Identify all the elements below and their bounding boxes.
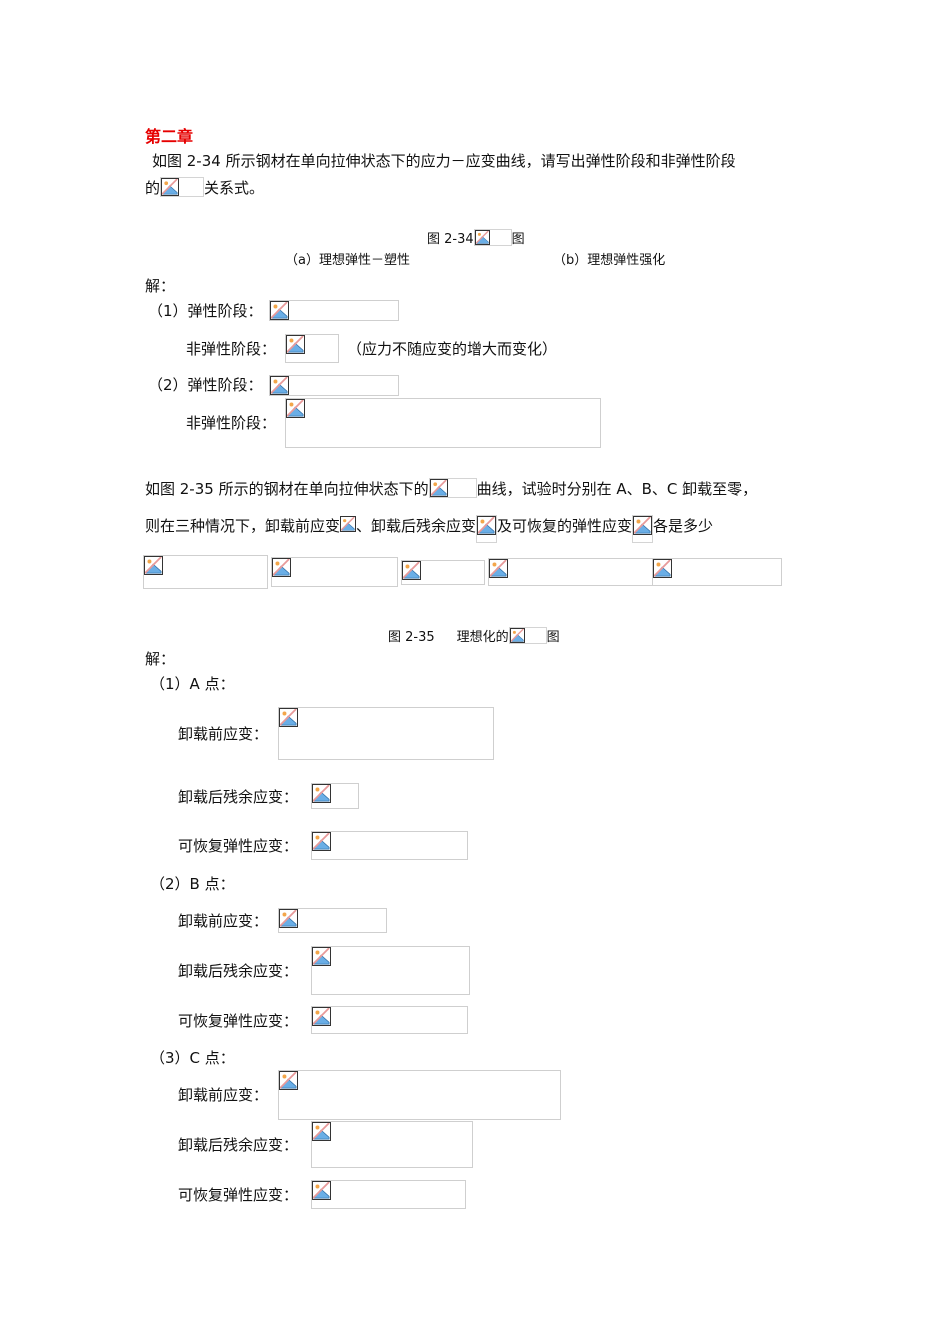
figure-2-34-caption: 图 2-34 图 — [427, 229, 525, 246]
broken-image-icon — [312, 832, 331, 851]
point-c-label: （3）C 点： — [150, 1049, 235, 1067]
q1-text-line1: 如图 2-34 所示钢材在单向拉伸状态下的应力－应变曲线，请写出弹性阶段和非弹性… — [152, 152, 736, 170]
broken-image-icon — [272, 558, 291, 577]
formula-image-placeholder — [340, 516, 357, 534]
broken-image-icon — [474, 230, 490, 245]
broken-image-icon — [477, 516, 497, 535]
broken-image-icon — [270, 301, 289, 320]
point-a-label: （1）A 点： — [150, 675, 235, 693]
formula-image-placeholder — [143, 555, 268, 589]
caption-middle: 理想化的 — [456, 630, 509, 645]
q1-item4-label: 非弹性阶段： — [186, 414, 277, 432]
caption-prefix: 图 2-34 — [427, 232, 474, 247]
broken-image-icon — [340, 516, 357, 532]
caption-suffix: 图 — [511, 232, 525, 247]
q2-line2-d: 各是多少 — [653, 517, 714, 535]
broken-image-icon — [509, 628, 525, 643]
chapter-title: 第二章 — [145, 127, 194, 146]
broken-image-icon — [270, 376, 289, 395]
point-a-residual-label: 卸载后残余应变： — [178, 788, 299, 806]
broken-image-icon — [144, 556, 163, 575]
formula-image-placeholder — [311, 783, 359, 809]
formula-image-placeholder — [278, 908, 387, 933]
q1-solution-label: 解： — [145, 277, 176, 295]
broken-image-icon — [161, 178, 180, 196]
formula-image-placeholder — [278, 707, 494, 760]
caption-prefix: 图 2-35 — [388, 630, 435, 645]
formula-image-placeholder — [311, 1180, 466, 1209]
broken-image-icon — [312, 1181, 331, 1200]
formula-image-placeholder — [476, 515, 498, 543]
broken-image-icon — [633, 516, 653, 535]
formula-image-placeholder — [652, 558, 782, 586]
formula-image-placeholder — [473, 229, 512, 246]
broken-image-icon — [312, 1007, 331, 1026]
formula-image-placeholder — [311, 1121, 473, 1168]
q2-line1-suffix: 曲线，试验时分别在 A、B、C 卸载至零， — [476, 480, 758, 498]
broken-image-icon — [286, 399, 305, 418]
q2-line2-a: 则在三种情况下，卸载前应变 — [145, 517, 341, 535]
broken-image-icon — [402, 561, 421, 580]
point-b-elastic-label: 可恢复弹性应变： — [178, 1012, 299, 1030]
broken-image-icon — [429, 479, 448, 497]
formula-image-placeholder — [160, 177, 205, 197]
formula-image-placeholder — [285, 334, 339, 363]
formula-image-placeholder — [508, 627, 547, 644]
q1-item2-label: 非弹性阶段： — [186, 340, 277, 358]
subfigure-b-caption: （b）理想弹性强化 — [553, 253, 666, 268]
formula-image-placeholder — [488, 558, 653, 586]
formula-image-placeholder — [269, 375, 399, 396]
point-a-before-label: 卸载前应变： — [178, 725, 269, 743]
q2-text-line2: 则在三种情况下，卸载前应变 、卸载后残余应变 及可恢复的弹性应变 各是多少 — [145, 515, 713, 543]
q2-line1-prefix: 如图 2-35 所示的钢材在单向拉伸状态下的 — [145, 480, 429, 498]
point-c-elastic-label: 可恢复弹性应变： — [178, 1186, 299, 1204]
broken-image-icon — [286, 335, 305, 354]
formula-image-placeholder — [311, 1006, 468, 1034]
broken-image-icon — [279, 1071, 298, 1090]
broken-image-icon — [489, 559, 508, 578]
point-c-before-label: 卸载前应变： — [178, 1086, 269, 1104]
point-b-residual-label: 卸载后残余应变： — [178, 962, 299, 980]
q1-item3-label: （2）弹性阶段： — [148, 376, 263, 394]
q1-line2-prefix: 的 — [145, 179, 161, 197]
formula-image-placeholder — [271, 557, 398, 587]
formula-image-placeholder — [285, 398, 601, 448]
caption-suffix: 图 — [546, 630, 560, 645]
formula-image-placeholder — [428, 478, 477, 498]
formula-image-placeholder — [269, 300, 399, 321]
formula-image-placeholder — [401, 560, 485, 585]
q2-line2-c: 及可恢复的弹性应变 — [497, 517, 633, 535]
point-a-elastic-label: 可恢复弹性应变： — [178, 837, 299, 855]
broken-image-icon — [312, 784, 331, 803]
formula-image-placeholder — [311, 831, 468, 860]
point-b-label: （2）B 点： — [150, 875, 235, 893]
point-c-residual-label: 卸载后残余应变： — [178, 1136, 299, 1154]
q1-item2-note: （应力不随应变的增大而变化） — [347, 340, 558, 358]
broken-image-icon — [653, 559, 672, 578]
q1-line2-suffix: 关系式。 — [204, 179, 265, 197]
formula-image-placeholder — [278, 1070, 561, 1120]
q2-solution-label: 解： — [145, 650, 176, 668]
subfigure-a-caption: （a）理想弹性－塑性 — [285, 253, 410, 268]
q1-text-line2: 的 关系式。 — [145, 177, 264, 197]
q1-item1-label: （1）弹性阶段： — [148, 302, 263, 320]
broken-image-icon — [312, 1122, 331, 1141]
broken-image-icon — [279, 708, 298, 727]
formula-image-placeholder — [311, 946, 470, 995]
broken-image-icon — [279, 909, 298, 928]
point-b-before-label: 卸载前应变： — [178, 912, 269, 930]
broken-image-icon — [312, 947, 331, 966]
q2-text-line1: 如图 2-35 所示的钢材在单向拉伸状态下的 曲线，试验时分别在 A、B、C 卸… — [145, 478, 757, 498]
q2-line2-b: 、卸载后残余应变 — [356, 517, 477, 535]
figure-2-35-caption: 图 2-35 理想化的 图 — [388, 627, 560, 644]
formula-image-placeholder — [632, 515, 654, 543]
